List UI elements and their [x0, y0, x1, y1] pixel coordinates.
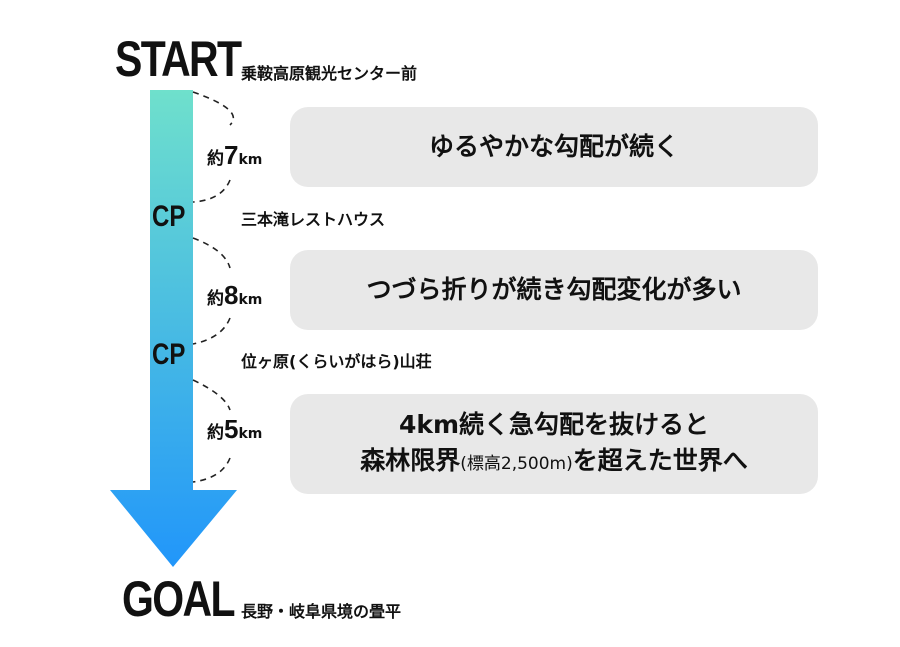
segment-1-distance: 約7km — [207, 140, 263, 170]
segment-2-description: つづら折りが続き勾配変化が多い — [290, 250, 818, 330]
down-arrow — [110, 90, 237, 567]
segment-2-bracket — [192, 237, 231, 345]
goal-label: GOAL — [122, 571, 236, 627]
checkpoint-1-place: 三本滝レストハウス — [241, 210, 386, 229]
segment-3-distance: 約5km — [207, 414, 263, 444]
checkpoint-2-label: CP — [152, 338, 186, 371]
segment-3-bracket — [192, 379, 231, 483]
segment-1-bracket — [192, 91, 235, 203]
segment-3-description: 4km続く急勾配を抜けると 森林限界(標高2,500m)を超えた世界へ — [290, 394, 818, 494]
checkpoint-1-label: CP — [152, 200, 186, 233]
checkpoint-2-place: 位ヶ原(くらいがはら)山荘 — [241, 352, 432, 371]
segment-1-description: ゆるやかな勾配が続く — [290, 107, 818, 187]
goal-place: 長野・岐阜県境の畳平 — [241, 602, 402, 621]
start-label: START — [115, 31, 242, 87]
segment-2-distance: 約8km — [207, 280, 263, 310]
start-place: 乗鞍高原観光センター前 — [241, 64, 418, 83]
